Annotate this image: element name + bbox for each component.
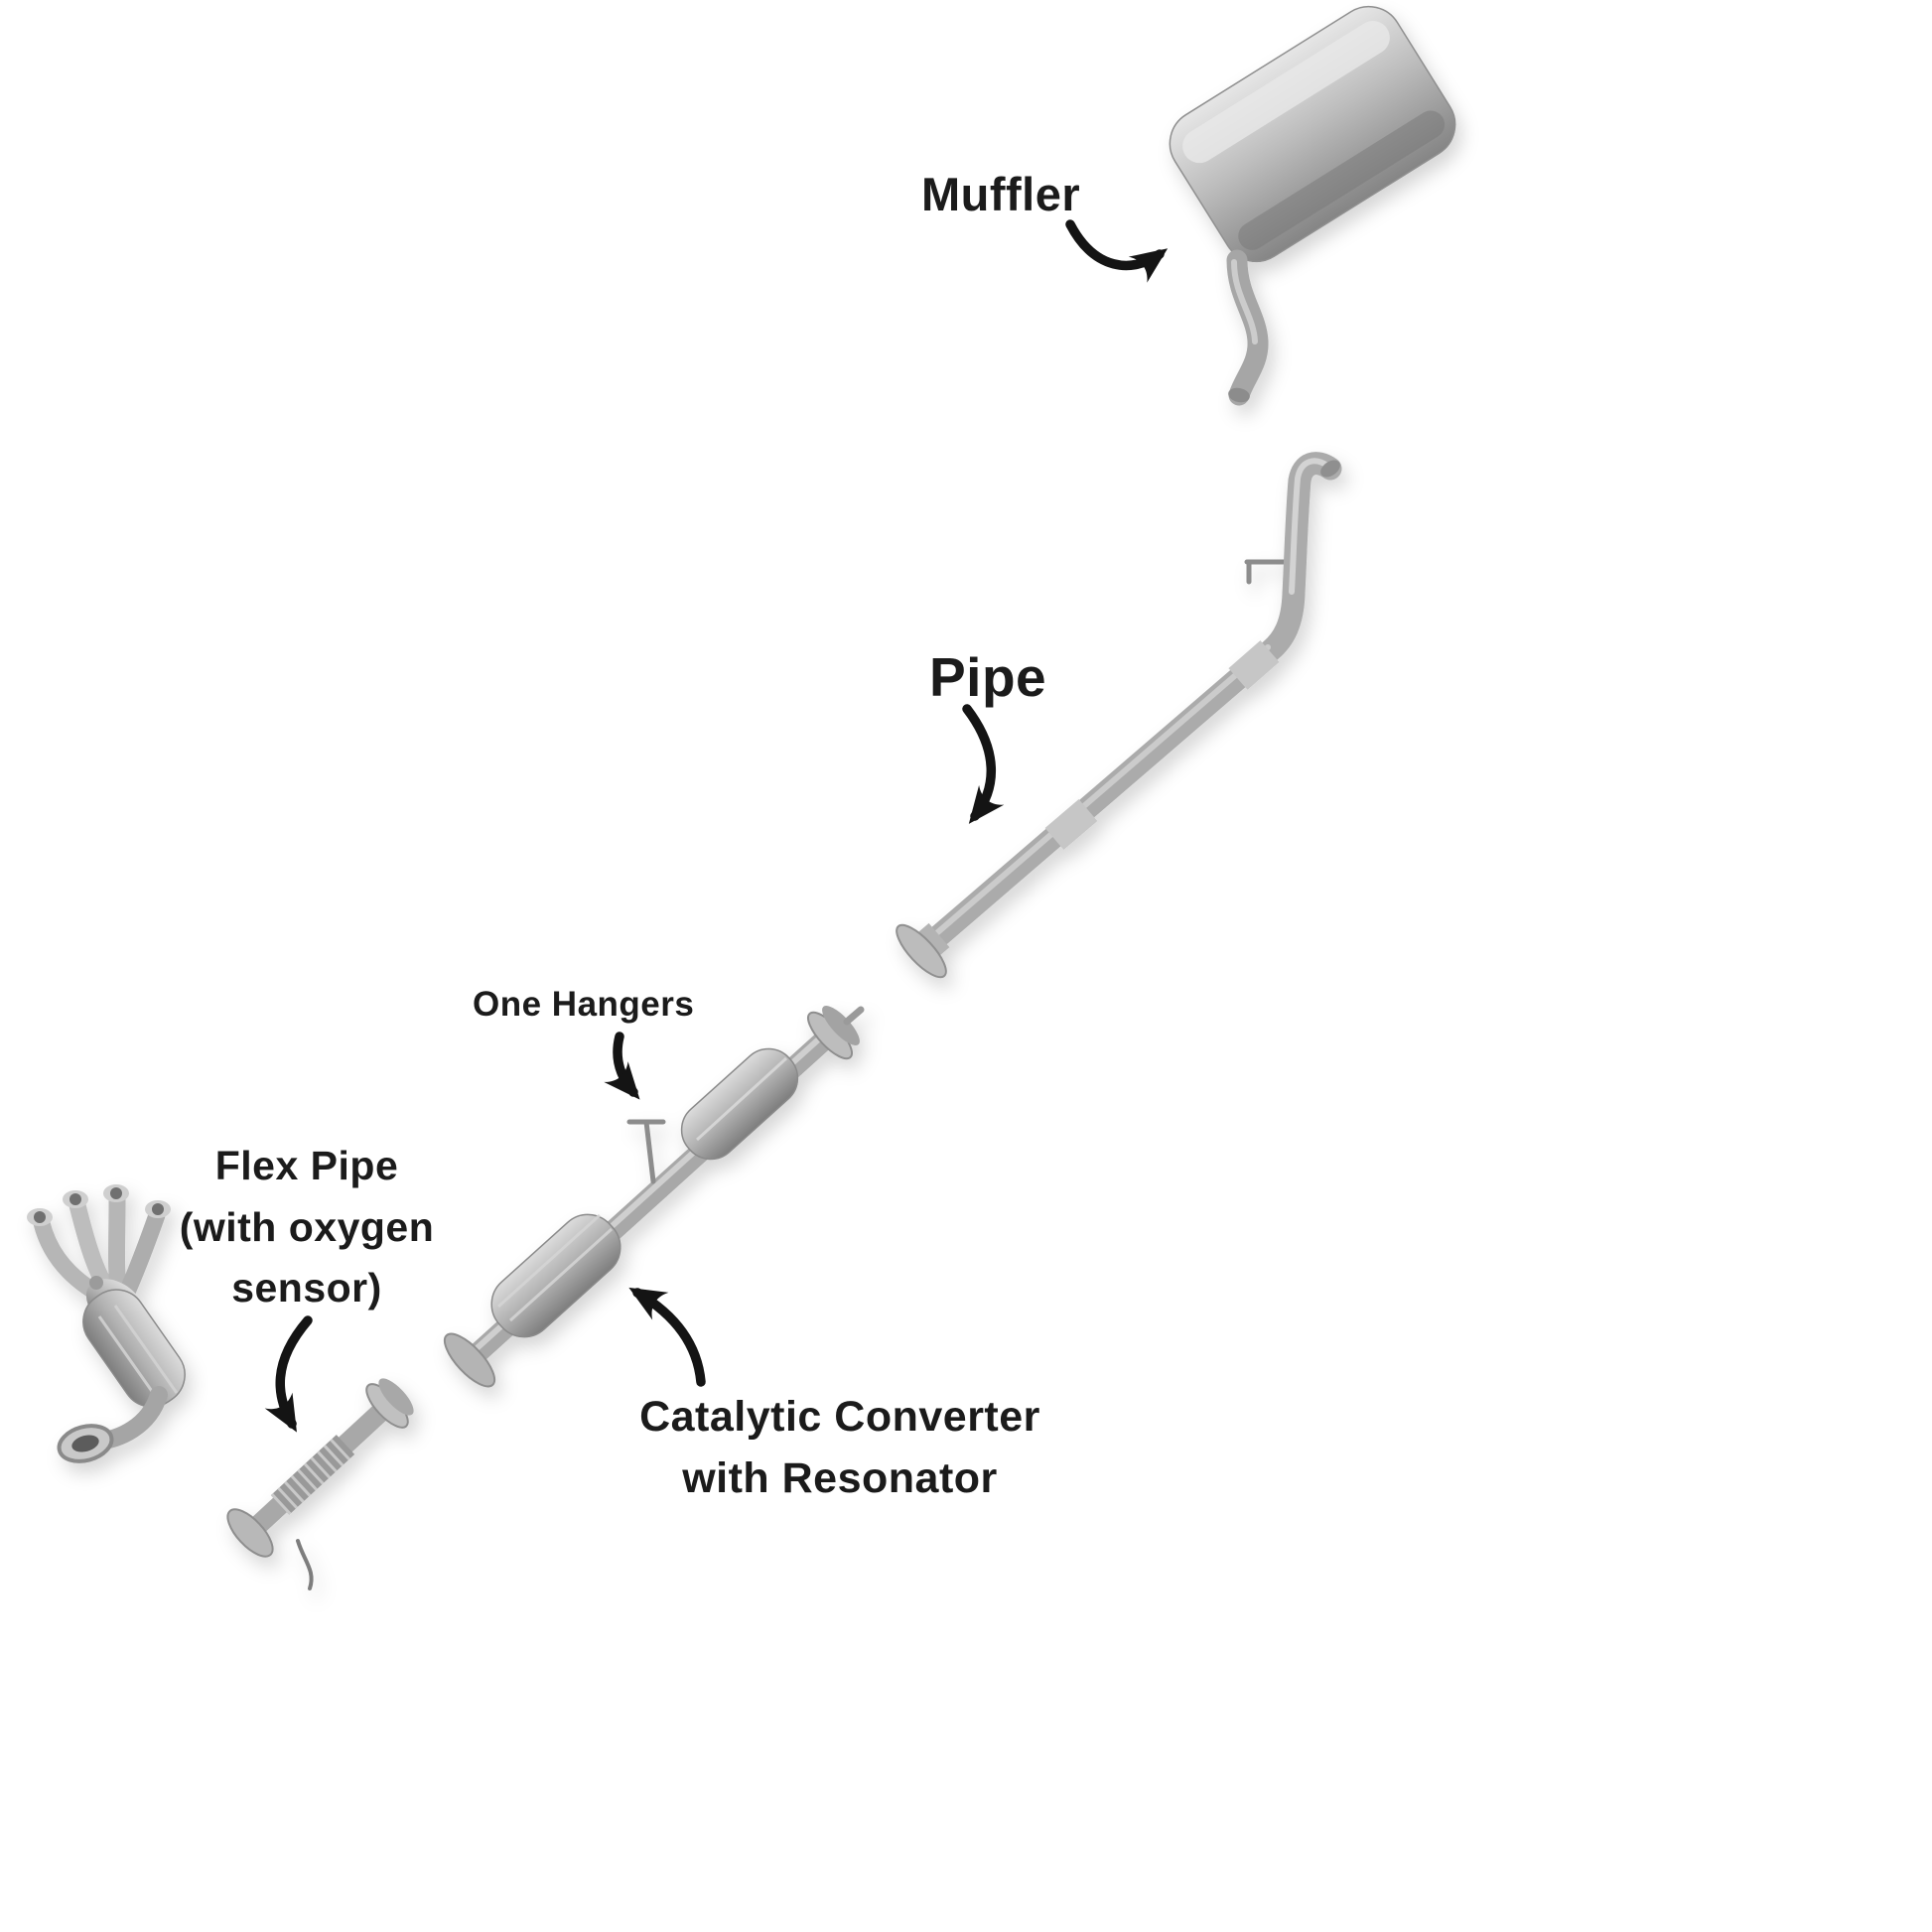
pipe-label: Pipe [929, 646, 1047, 708]
catalytic-converter-graphic [443, 1006, 865, 1388]
flex-pipe-label: Flex Pipe (with oxygen sensor) [179, 1143, 435, 1311]
catalytic-converter-label: Catalytic Converter with Resonator [639, 1393, 1040, 1503]
flex-pipe-arrow [264, 1315, 313, 1433]
annotation-arrows [264, 219, 1169, 1433]
pipe-graphic [896, 452, 1342, 979]
flex-pipe-graphic [226, 1378, 414, 1590]
catalytic-converter-arrow [628, 1287, 706, 1387]
muffler-graphic [1169, 5, 1456, 406]
one-hangers-label: One Hangers [473, 985, 695, 1024]
manifold-graphic [27, 1184, 186, 1463]
muffler-label: Muffler [921, 168, 1081, 220]
pipe-arrow [962, 704, 1005, 824]
one-hangers-arrow [604, 1032, 640, 1100]
muffler-arrow [1065, 219, 1169, 283]
